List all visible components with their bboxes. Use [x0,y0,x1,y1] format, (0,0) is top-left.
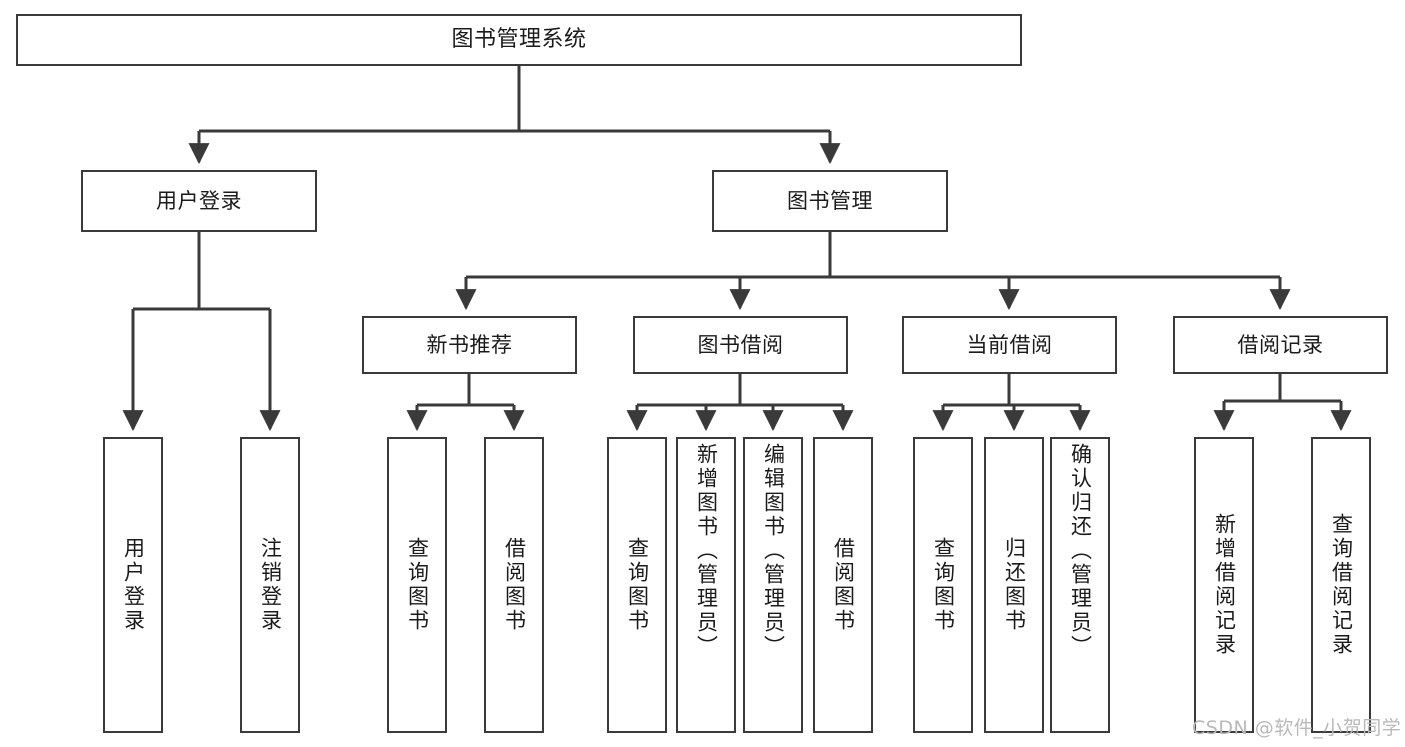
node-label: 图书管理系统 [451,27,587,53]
node-label: 借阅记录 [1237,332,1324,357]
node-borrow-record[interactable]: 借阅记录 [1173,316,1388,374]
leaf-add-borrow-record[interactable]: 新增借阅记录 [1194,437,1254,733]
node-label: 借阅图书 [831,537,856,633]
node-label: 当前借阅 [966,332,1053,357]
leaf-confirm-return-admin[interactable]: 确认归还（管理员） [1050,437,1110,733]
node-label: 编辑图书（管理员） [761,443,786,659]
node-current-borrow[interactable]: 当前借阅 [902,316,1117,374]
node-label: 新增图书（管理员） [694,443,719,659]
node-label: 借阅图书 [502,537,527,633]
node-root-book-management-system[interactable]: 图书管理系统 [16,14,1022,66]
node-book-management[interactable]: 图书管理 [712,170,948,232]
node-label: 查询图书 [405,537,430,633]
leaf-query-borrow-record[interactable]: 查询借阅记录 [1311,437,1371,733]
node-label: 新增借阅记录 [1212,513,1237,657]
node-label: 图书管理 [787,188,873,213]
leaf-add-book-admin[interactable]: 新增图书（管理员） [676,437,736,733]
node-label: 确认归还（管理员） [1068,443,1093,659]
node-label: 查询图书 [625,537,650,633]
csdn-watermark: CSDN @软件_小贺同学 [1192,717,1402,739]
leaf-query-book-recommend[interactable]: 查询图书 [387,437,447,733]
node-label: 查询借阅记录 [1329,513,1354,657]
leaf-borrow-book[interactable]: 借阅图书 [813,437,873,733]
leaf-edit-book-admin[interactable]: 编辑图书（管理员） [743,437,803,733]
node-label: 查询图书 [931,537,956,633]
node-book-borrow[interactable]: 图书借阅 [633,316,848,374]
leaf-return-book[interactable]: 归还图书 [984,437,1044,733]
node-new-book-recommend[interactable]: 新书推荐 [362,316,577,374]
node-user-login[interactable]: 用户登录 [81,170,317,232]
leaf-query-book-borrow[interactable]: 查询图书 [607,437,667,733]
node-label: 用户登录 [121,537,146,633]
leaf-borrow-book-recommend[interactable]: 借阅图书 [484,437,544,733]
node-label: 新书推荐 [426,332,513,357]
node-label: 归还图书 [1002,537,1027,633]
leaf-query-book-current[interactable]: 查询图书 [913,437,973,733]
node-label: 注销登录 [258,537,283,633]
node-label: 用户登录 [156,188,242,213]
leaf-user-login[interactable]: 用户登录 [103,437,163,733]
leaf-user-logout[interactable]: 注销登录 [240,437,300,733]
node-label: 图书借阅 [697,332,784,357]
